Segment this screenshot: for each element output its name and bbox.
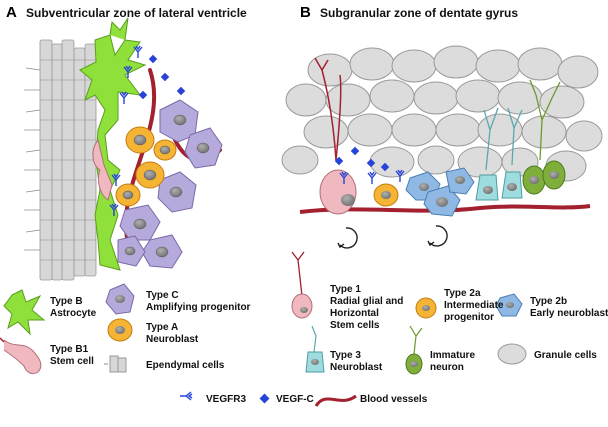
legend-icon-type-b — [3, 289, 46, 336]
legend-icon-type3 — [305, 325, 325, 373]
legend-icon-immature — [405, 325, 423, 375]
legend-icon-type-c — [105, 283, 135, 315]
legend-icon-vegfc — [259, 393, 270, 404]
legend-icon-ependymal — [104, 355, 127, 373]
legend-vegfr3: VEGFR3 — [206, 394, 247, 405]
panel-b-title: Subgranular zone of dentate gyrus — [320, 6, 519, 20]
legend-ependymal: Ependymal cells — [146, 360, 225, 371]
type2a-progenitor — [373, 183, 399, 207]
ependymal-layer — [24, 39, 97, 281]
vegfc-markers-a — [138, 54, 186, 100]
panel-a-letter: A — [6, 4, 17, 21]
vegfc-markers-b — [334, 146, 390, 172]
legend-granule: Granule cells — [534, 350, 597, 361]
granule-layer — [281, 45, 603, 182]
immature-neurons — [522, 79, 566, 195]
panel-a-title: Subventricular zone of lateral ventricle — [26, 6, 247, 20]
legend-icon-vegfr3 — [179, 391, 193, 401]
type1-radial-glia — [314, 57, 357, 215]
legend-icon-type1 — [291, 251, 313, 319]
legend-blood-vessels: Blood vessels — [360, 394, 428, 405]
panel-b-letter: B — [300, 4, 311, 21]
astrocyte-cells — [79, 34, 147, 271]
legend-icon-type2b — [495, 293, 523, 317]
amplifying-progenitor-cells — [117, 99, 223, 269]
legend-icon-type-b1 — [0, 337, 42, 375]
legend-icon-granule — [497, 343, 527, 365]
b1-stem-cell — [92, 138, 113, 201]
legend-icon-type-a — [107, 318, 133, 342]
legend-icon-type2a — [415, 297, 437, 319]
type3-neuroblasts — [475, 107, 523, 201]
legend-icon-blood-vessel — [314, 394, 357, 407]
self-renewal-arrows — [337, 225, 448, 249]
legend-vegfc: VEGF-C — [276, 394, 314, 405]
